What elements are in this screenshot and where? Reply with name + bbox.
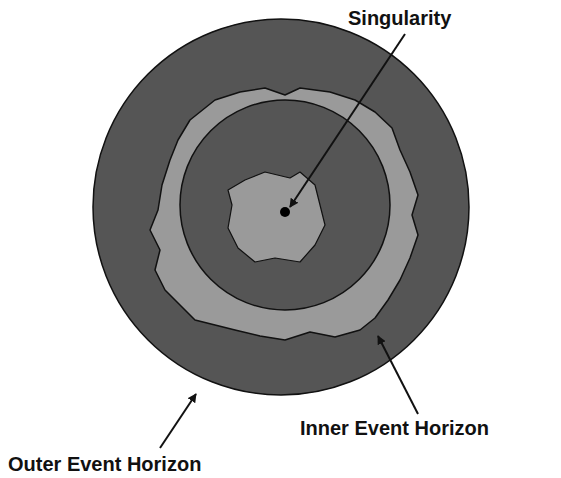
outer-horizon-disc [93, 19, 469, 395]
part-label: Outer Event Horizon [8, 452, 201, 476]
inner-horizon-circle [180, 100, 390, 310]
part-label: Inner Event Horizon [300, 416, 489, 440]
wavy-band [150, 88, 418, 340]
leader-arrow [160, 394, 196, 448]
leader-arrow [290, 34, 405, 207]
core-blob [228, 172, 325, 262]
singularity-dot [280, 207, 290, 217]
part-label: Singularity [348, 6, 451, 30]
leader-arrow [378, 336, 418, 414]
